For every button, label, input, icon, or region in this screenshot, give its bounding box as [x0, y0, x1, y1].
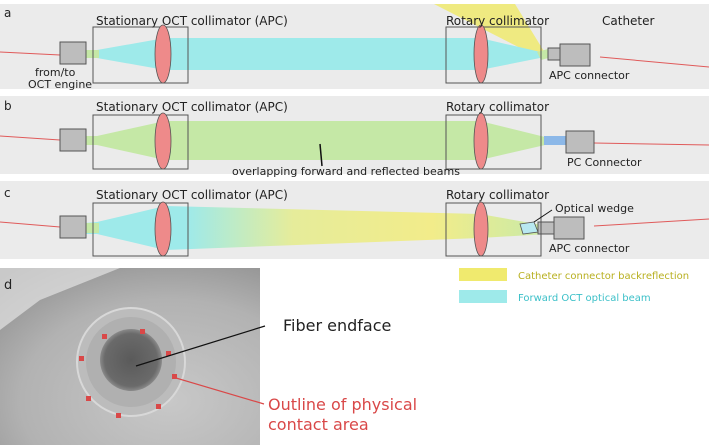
- fiber-line-in: [0, 51, 61, 56]
- rotary-collimator-label: Rotary collimator: [446, 188, 549, 202]
- rotary-collimator-box: [445, 26, 542, 84]
- fiber-line-in: [0, 221, 61, 228]
- panel-b-letter: b: [4, 99, 12, 113]
- contact-marker: [172, 374, 177, 379]
- contact-marker: [102, 334, 107, 339]
- panel-a: a Stationary OCT collimator (APC) Rotary…: [0, 4, 709, 91]
- fiber-line-out: [599, 56, 709, 68]
- fiber-core: [100, 329, 162, 391]
- legend-label-forward: Forward OCT optical beam: [518, 293, 651, 304]
- rotary-lens: [473, 112, 489, 170]
- engine-label-line2: OCT engine: [28, 78, 92, 91]
- panel-c: c Stationary OCT collimator (APC) Rotary…: [0, 181, 709, 259]
- rotary-collimator-label: Rotary collimator: [446, 100, 549, 114]
- apc-connector-label: APC connector: [549, 69, 630, 82]
- contact-marker: [156, 404, 161, 409]
- stationary-collimator-box: [92, 26, 189, 84]
- fiber-line-in: [0, 135, 61, 141]
- rotary-lens: [473, 24, 489, 84]
- stationary-collimator-label: Stationary OCT collimator (APC): [96, 14, 288, 28]
- rotary-lens: [473, 201, 489, 257]
- contact-marker: [116, 413, 121, 418]
- pc-fiber-tip: [544, 136, 568, 145]
- rotary-collimator-box: [445, 202, 542, 257]
- contact-area-label-line1: Outline of physical: [268, 395, 417, 414]
- pc-connector-label: PC Connector: [567, 156, 642, 169]
- legend: Catheter connector backreflection Forwar…: [459, 268, 689, 304]
- stationary-collimator-label: Stationary OCT collimator (APC): [96, 100, 288, 114]
- rotary-collimator-label: Rotary collimator: [446, 14, 549, 28]
- panel-d: d Fiber endface Outline of physical cont…: [0, 268, 417, 445]
- fiber-line-out: [593, 142, 709, 146]
- panel-c-letter: c: [4, 186, 11, 200]
- rotary-collimator-box: [445, 114, 542, 170]
- diverging-beams: [85, 206, 548, 250]
- fiber-line-out: [593, 218, 709, 227]
- stationary-lens: [154, 24, 172, 84]
- contact-marker: [166, 351, 171, 356]
- overlapping-beams-label: overlapping forward and reflected beams: [232, 165, 460, 178]
- panel-d-letter: d: [4, 278, 12, 293]
- contact-marker: [86, 396, 91, 401]
- stationary-collimator-label: Stationary OCT collimator (APC): [96, 188, 288, 202]
- pc-connector-body: [565, 130, 595, 154]
- stationary-collimator-box: [92, 114, 189, 170]
- engine-connector: [59, 128, 87, 152]
- apc-connector-label: APC connector: [549, 242, 630, 255]
- apc-connector-body: [553, 216, 585, 240]
- forward-beam: [85, 38, 545, 70]
- optical-wedge-label: Optical wedge: [555, 202, 634, 215]
- wedge-label-pointer: [533, 209, 553, 223]
- legend-swatch-backreflection: [459, 268, 507, 281]
- apc-connector-ferrule: [537, 221, 555, 235]
- overlapping-beam: [85, 121, 545, 160]
- contact-area-label-line2: contact area: [268, 415, 369, 434]
- fiber-tip-left: [85, 50, 99, 58]
- engine-connector: [59, 41, 87, 65]
- fiber-endface-pointer: [135, 325, 266, 367]
- stationary-lens: [154, 112, 172, 170]
- backreflection-beam: [434, 4, 545, 58]
- panel-b: b Stationary OCT collimator (APC) Rotary…: [0, 96, 709, 178]
- contact-area-pointer: [175, 377, 265, 405]
- beam-label-pointer: [319, 143, 323, 167]
- fiber-tip-left: [85, 136, 99, 145]
- stationary-collimator-box: [92, 202, 189, 257]
- panel-a-letter: a: [4, 6, 11, 20]
- contact-marker: [79, 356, 84, 361]
- catheter-label: Catheter: [602, 14, 655, 28]
- legend-label-backreflection: Catheter connector backreflection: [518, 271, 689, 282]
- legend-swatch-forward: [459, 290, 507, 303]
- engine-label-line1: from/to: [35, 66, 76, 79]
- contact-outline-markers: [79, 329, 177, 418]
- engine-connector: [59, 215, 87, 239]
- stationary-lens: [154, 201, 172, 257]
- fiber-tip-left: [85, 223, 99, 233]
- apc-connector-body: [559, 43, 591, 67]
- apc-connector-ferrule: [547, 47, 561, 61]
- fiber-endface-label: Fiber endface: [283, 316, 391, 335]
- contact-marker: [140, 329, 145, 334]
- photo-highlight: [0, 268, 120, 330]
